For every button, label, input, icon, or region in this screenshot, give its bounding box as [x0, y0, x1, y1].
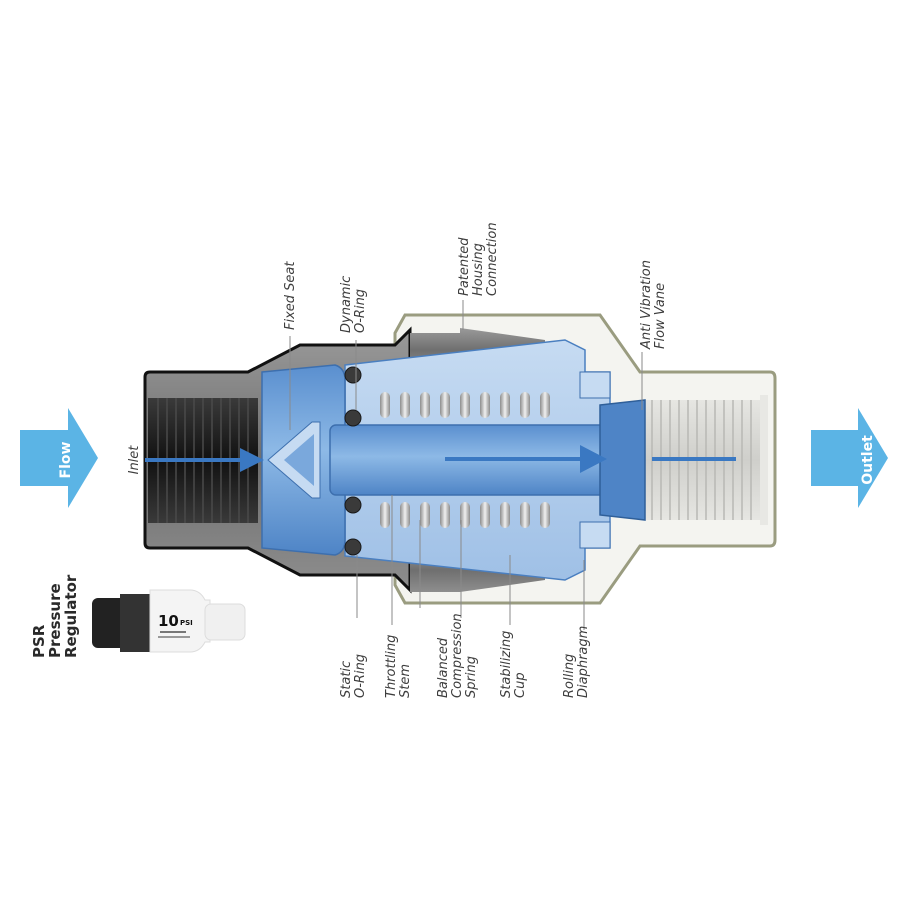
outlet-flow-arrow: Outlet: [811, 408, 888, 508]
flow-line-core: [445, 445, 607, 473]
svg-text:Dynamic: Dynamic: [339, 276, 354, 333]
label-balanced-compression-spring: Balanced Compression Spring: [436, 613, 479, 698]
svg-text:Balanced: Balanced: [436, 637, 451, 698]
svg-text:Anti Vibration: Anti Vibration: [639, 260, 654, 350]
svg-text:Regulator: Regulator: [62, 574, 80, 658]
svg-text:Pressure: Pressure: [46, 583, 64, 658]
label-rolling-diaphragm: Rolling Diaphragm: [562, 626, 591, 698]
product-name: PSR Pressure Regulator: [30, 574, 80, 658]
label-stabilizing-cup: Stabilizing Cup: [499, 631, 528, 698]
product-photo: 10 PSI: [92, 589, 246, 653]
svg-text:Spring: Spring: [464, 656, 479, 698]
svg-text:Compression: Compression: [450, 613, 465, 698]
o-rings: [344, 366, 362, 556]
label-throttling-stem: Throttling Stem: [384, 635, 413, 698]
label-patented-housing-connection: Patented Housing Connection: [457, 222, 500, 296]
svg-text:Rolling: Rolling: [562, 654, 577, 698]
svg-text:Patented: Patented: [457, 237, 472, 296]
compression-spring-top: [380, 392, 550, 418]
label-dynamic-o-ring: Dynamic O-Ring: [339, 276, 368, 333]
inlet-flow-arrow: Flow: [20, 408, 98, 508]
label-inlet: Inlet: [127, 445, 142, 475]
flow-line-inlet: [145, 448, 264, 472]
product-psi-value: 10: [158, 612, 179, 630]
svg-text:Static: Static: [339, 661, 354, 698]
label-static-o-ring: Static O-Ring: [339, 654, 368, 698]
svg-text:Housing: Housing: [471, 243, 486, 296]
svg-text:Flow Vane: Flow Vane: [653, 283, 668, 349]
flow-arrow-label: Flow: [58, 441, 74, 478]
label-fixed-seat: Fixed Seat: [283, 261, 298, 330]
svg-text:PSR: PSR: [30, 624, 48, 658]
svg-text:Diaphragm: Diaphragm: [576, 626, 591, 698]
svg-text:Stem: Stem: [398, 664, 413, 698]
compression-spring-bottom: [380, 502, 550, 528]
svg-text:Throttling: Throttling: [384, 635, 399, 698]
label-anti-vibration-flow-vane: Anti Vibration Flow Vane: [639, 260, 668, 350]
svg-text:Connection: Connection: [485, 222, 500, 296]
svg-text:Cup: Cup: [513, 672, 528, 698]
product-psi-unit: PSI: [180, 619, 193, 627]
svg-text:Stabilizing: Stabilizing: [499, 631, 514, 698]
svg-text:O-Ring: O-Ring: [353, 289, 368, 333]
svg-text:O-Ring: O-Ring: [353, 654, 368, 698]
outlet-arrow-label: Outlet: [860, 435, 876, 485]
